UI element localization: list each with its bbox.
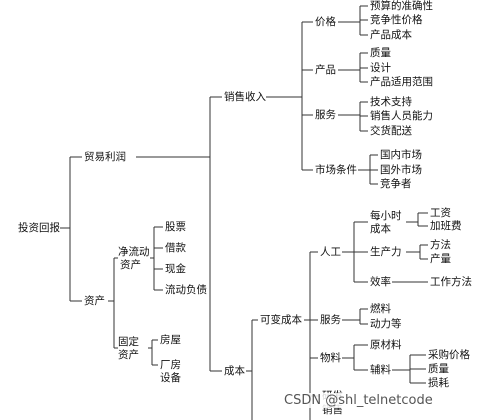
node-materials: 物料 — [320, 352, 341, 364]
node-market-item: 竞争者 — [380, 178, 412, 190]
node-productivity-item: 方法 — [430, 239, 451, 251]
node-service-item: 销售人员能力 — [370, 110, 433, 122]
node-hourly-line: 成本 — [370, 223, 391, 235]
node-net-current-item: 股票 — [165, 221, 186, 233]
node-hourly-item: 加班费 — [430, 220, 462, 232]
node-assets: 资产 — [84, 295, 105, 307]
node-fixed-item-line: 设备 — [160, 372, 181, 384]
node-auxiliary-item: 采购价格 — [428, 349, 470, 361]
node-net-current-item: 现金 — [165, 263, 186, 275]
node-hourly-item: 工资 — [430, 207, 451, 219]
node-net-current-line: 资产 — [120, 259, 141, 271]
node-net-current-item: 借款 — [165, 242, 186, 254]
node-auxiliary: 辅料 — [370, 364, 391, 376]
node-auxiliary-item: 损耗 — [428, 377, 449, 389]
node-product-item: 质量 — [370, 47, 391, 59]
node-productivity: 生产力 — [370, 246, 402, 258]
node-labor: 人工 — [320, 246, 341, 258]
node-hourly-cost: 每小时 成本 — [370, 210, 402, 236]
node-price-item: 产品成本 — [370, 29, 412, 41]
node-fixed-item: 房屋 — [160, 334, 181, 346]
node-price-item: 预算的准确性 — [370, 0, 433, 12]
node-cost: 成本 — [224, 365, 245, 377]
node-efficiency-item: 工作方法 — [430, 276, 472, 288]
node-fixed-item: 厂房 设备 — [160, 359, 181, 385]
node-fixed-line: 固定 — [118, 336, 139, 348]
node-service-item: 交货配送 — [370, 125, 412, 137]
node-productivity-item: 产量 — [430, 253, 451, 265]
node-sales-income: 销售收入 — [224, 91, 266, 103]
node-market-item: 国外市场 — [380, 164, 422, 176]
node-product-item: 设计 — [370, 62, 391, 74]
node-vc-service: 服务 — [320, 314, 341, 326]
node-net-current-line: 净流动 — [118, 246, 150, 258]
node-market-item: 国内市场 — [380, 149, 422, 161]
node-price: 价格 — [315, 16, 336, 28]
node-product-item: 产品适用范围 — [370, 76, 433, 88]
node-service: 服务 — [315, 109, 336, 121]
watermark-text: CSDN @shl_telnetcode — [282, 393, 435, 408]
node-price-item: 竞争性价格 — [370, 14, 423, 26]
node-product: 产品 — [315, 64, 336, 76]
node-raw-material: 原材料 — [370, 339, 402, 351]
node-fixed-assets: 固定 资产 — [118, 336, 139, 362]
node-vc-service-item: 燃料 — [370, 303, 391, 315]
node-root: 投资回报 — [18, 222, 60, 234]
node-fixed-line: 资产 — [118, 349, 139, 361]
node-hourly-line: 每小时 — [370, 210, 402, 222]
node-variable-cost: 可变成本 — [260, 314, 302, 326]
node-trade-profit: 贸易利润 — [84, 151, 126, 163]
node-service-item: 技术支持 — [370, 96, 412, 108]
node-vc-service-item: 动力等 — [370, 318, 402, 330]
node-auxiliary-item: 质量 — [428, 363, 449, 375]
node-efficiency: 效率 — [370, 276, 391, 288]
node-net-current-item: 流动负债 — [165, 284, 207, 296]
node-net-current-assets: 净流动 资产 — [118, 246, 150, 272]
node-market: 市场条件 — [315, 164, 357, 176]
node-fixed-item-line: 厂房 — [160, 359, 181, 371]
